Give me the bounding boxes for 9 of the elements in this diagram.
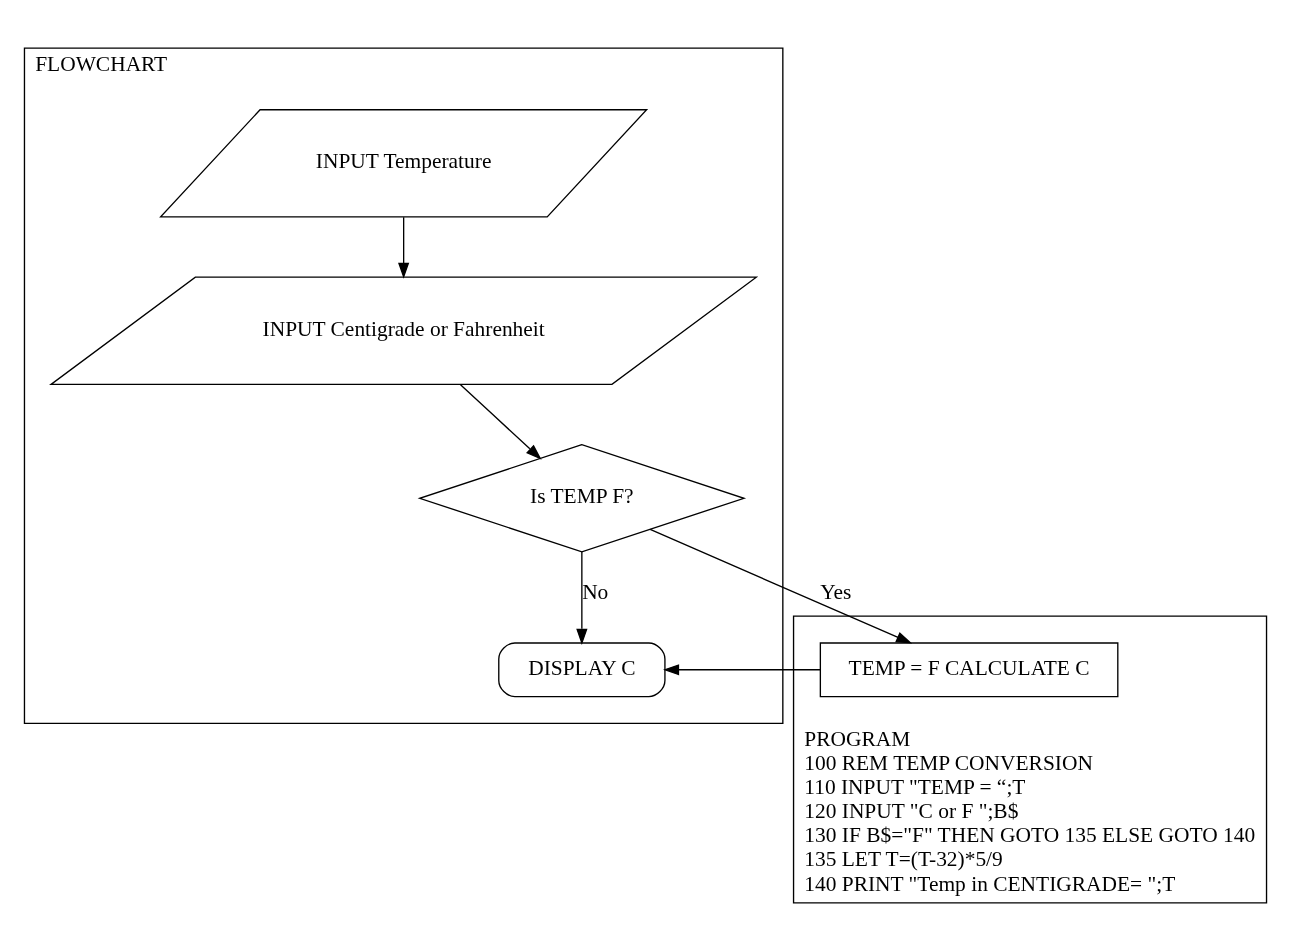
edge-label: Yes [820, 579, 852, 603]
arrow [649, 528, 913, 644]
node-box: DISPLAY C [498, 641, 666, 697]
arrow [459, 383, 542, 460]
arrow [663, 663, 821, 675]
edge-label: No [582, 579, 609, 603]
arrow [398, 216, 410, 279]
arrow [576, 550, 588, 645]
node-box: TEMP = F CALCULATE C [819, 641, 1119, 697]
